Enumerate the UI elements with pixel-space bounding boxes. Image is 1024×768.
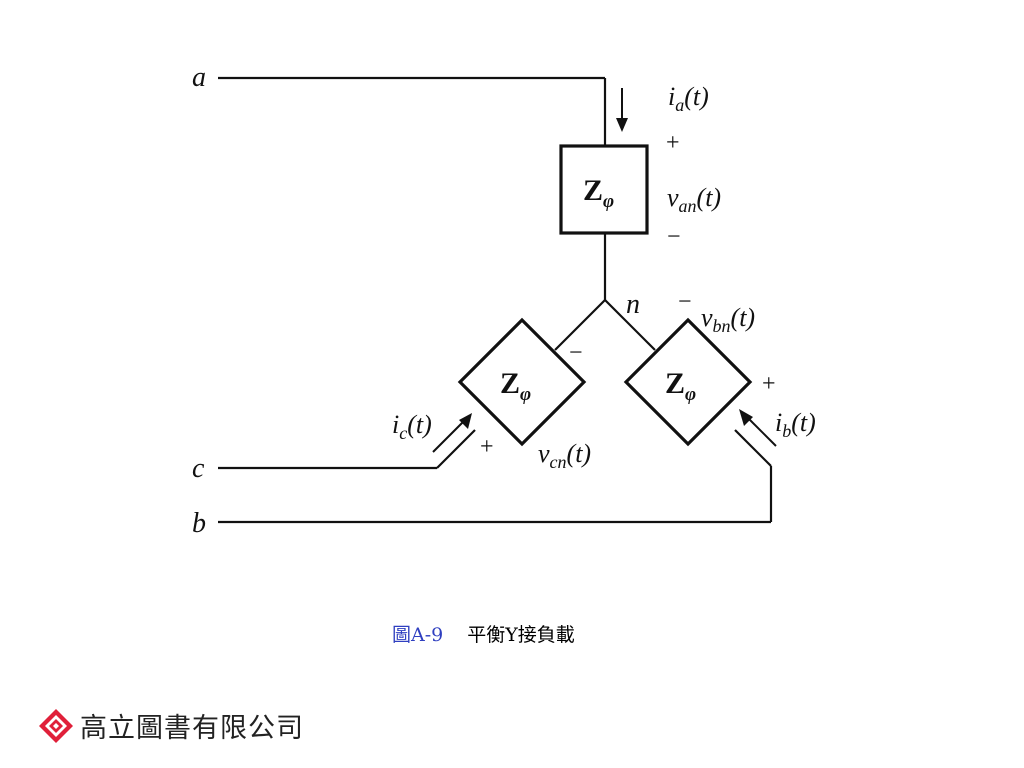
wire-n-to-zc	[554, 299, 606, 351]
impedance-symbol: Z	[665, 367, 685, 400]
wire-n-to-zb	[604, 299, 656, 351]
polarity-minus-bn: −	[678, 289, 692, 315]
current-arrow-c	[432, 413, 472, 453]
wire-zb-to-b-diag	[734, 429, 772, 467]
terminal-label-c: c	[192, 453, 205, 484]
impedance-subscript: φ	[685, 384, 696, 405]
impedance-box-c	[457, 317, 587, 447]
voltage-label-bn: vbn(t)	[701, 303, 755, 336]
terminal-label-a: a	[192, 62, 206, 93]
current-arrow-a	[616, 88, 628, 132]
current-label-b: ib(t)	[775, 408, 816, 441]
polarity-plus-bn: +	[762, 371, 776, 397]
figure-number: 圖A-9	[392, 624, 444, 646]
gaoli-logo-icon	[39, 708, 73, 743]
impedance-subscript: φ	[520, 384, 531, 405]
current-label-c: ic(t)	[392, 410, 432, 443]
impedance-symbol: Z	[583, 174, 603, 207]
voltage-label-an: van(t)	[667, 183, 721, 216]
current-arrow-b	[739, 409, 777, 447]
impedance-label-b: Zφ	[665, 367, 696, 405]
terminal-label-b: b	[192, 508, 206, 539]
impedance-label-a: Zφ	[583, 174, 614, 212]
publisher-name: 高立圖書有限公司	[80, 713, 304, 744]
figure-caption: 圖A-9 平衡Y接負載	[392, 620, 575, 647]
impedance-box-a	[559, 144, 649, 235]
impedance-box-b	[623, 317, 753, 447]
polarity-minus-cn: −	[569, 340, 583, 366]
polarity-minus-an: −	[667, 224, 681, 250]
impedance-label-c: Zφ	[500, 367, 531, 405]
publisher-footer: 高立圖書有限公司	[38, 706, 304, 745]
figure-title: 平衡Y接負載	[467, 624, 575, 646]
voltage-label-cn: vcn(t)	[538, 439, 591, 472]
neutral-node-label: n	[626, 289, 640, 320]
impedance-symbol: Z	[500, 367, 520, 400]
wire-zc-to-c-diag	[436, 429, 476, 469]
impedance-subscript: φ	[603, 191, 614, 212]
polarity-plus-an: +	[666, 130, 680, 156]
polarity-plus-cn: +	[480, 434, 494, 460]
current-label-a: ia(t)	[668, 82, 709, 115]
